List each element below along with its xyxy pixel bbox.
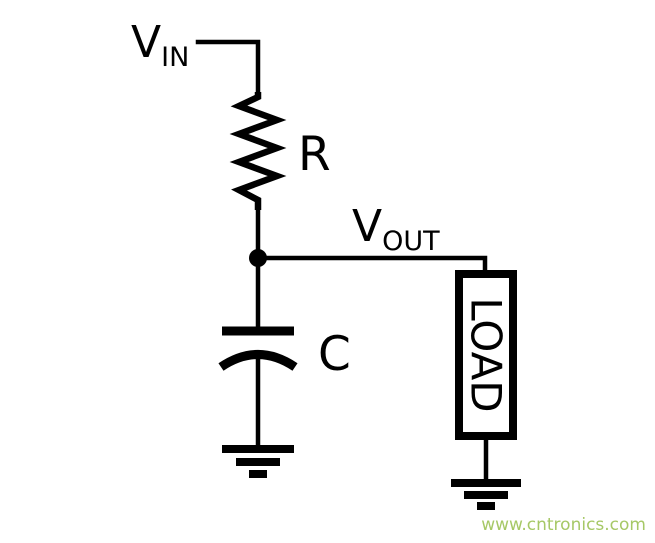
vin-label-sub: IN <box>161 42 189 73</box>
vin-label: VIN <box>131 17 189 73</box>
resistor-symbol <box>229 92 287 210</box>
load-label: LOAD <box>462 297 511 412</box>
vout-label-main: V <box>352 201 382 252</box>
vin-label-main: V <box>131 17 161 68</box>
ground-icon <box>451 479 521 510</box>
wire-node-to-load <box>255 255 488 277</box>
ground-icon <box>222 445 294 478</box>
watermark-text: www.cntronics.com <box>481 515 646 535</box>
wire-vin-to-resistor <box>195 39 261 97</box>
resistor-label: R <box>298 127 331 182</box>
vout-label-sub: OUT <box>382 226 440 257</box>
vout-label: VOUT <box>352 201 440 257</box>
capacitor-label: C <box>318 327 351 382</box>
